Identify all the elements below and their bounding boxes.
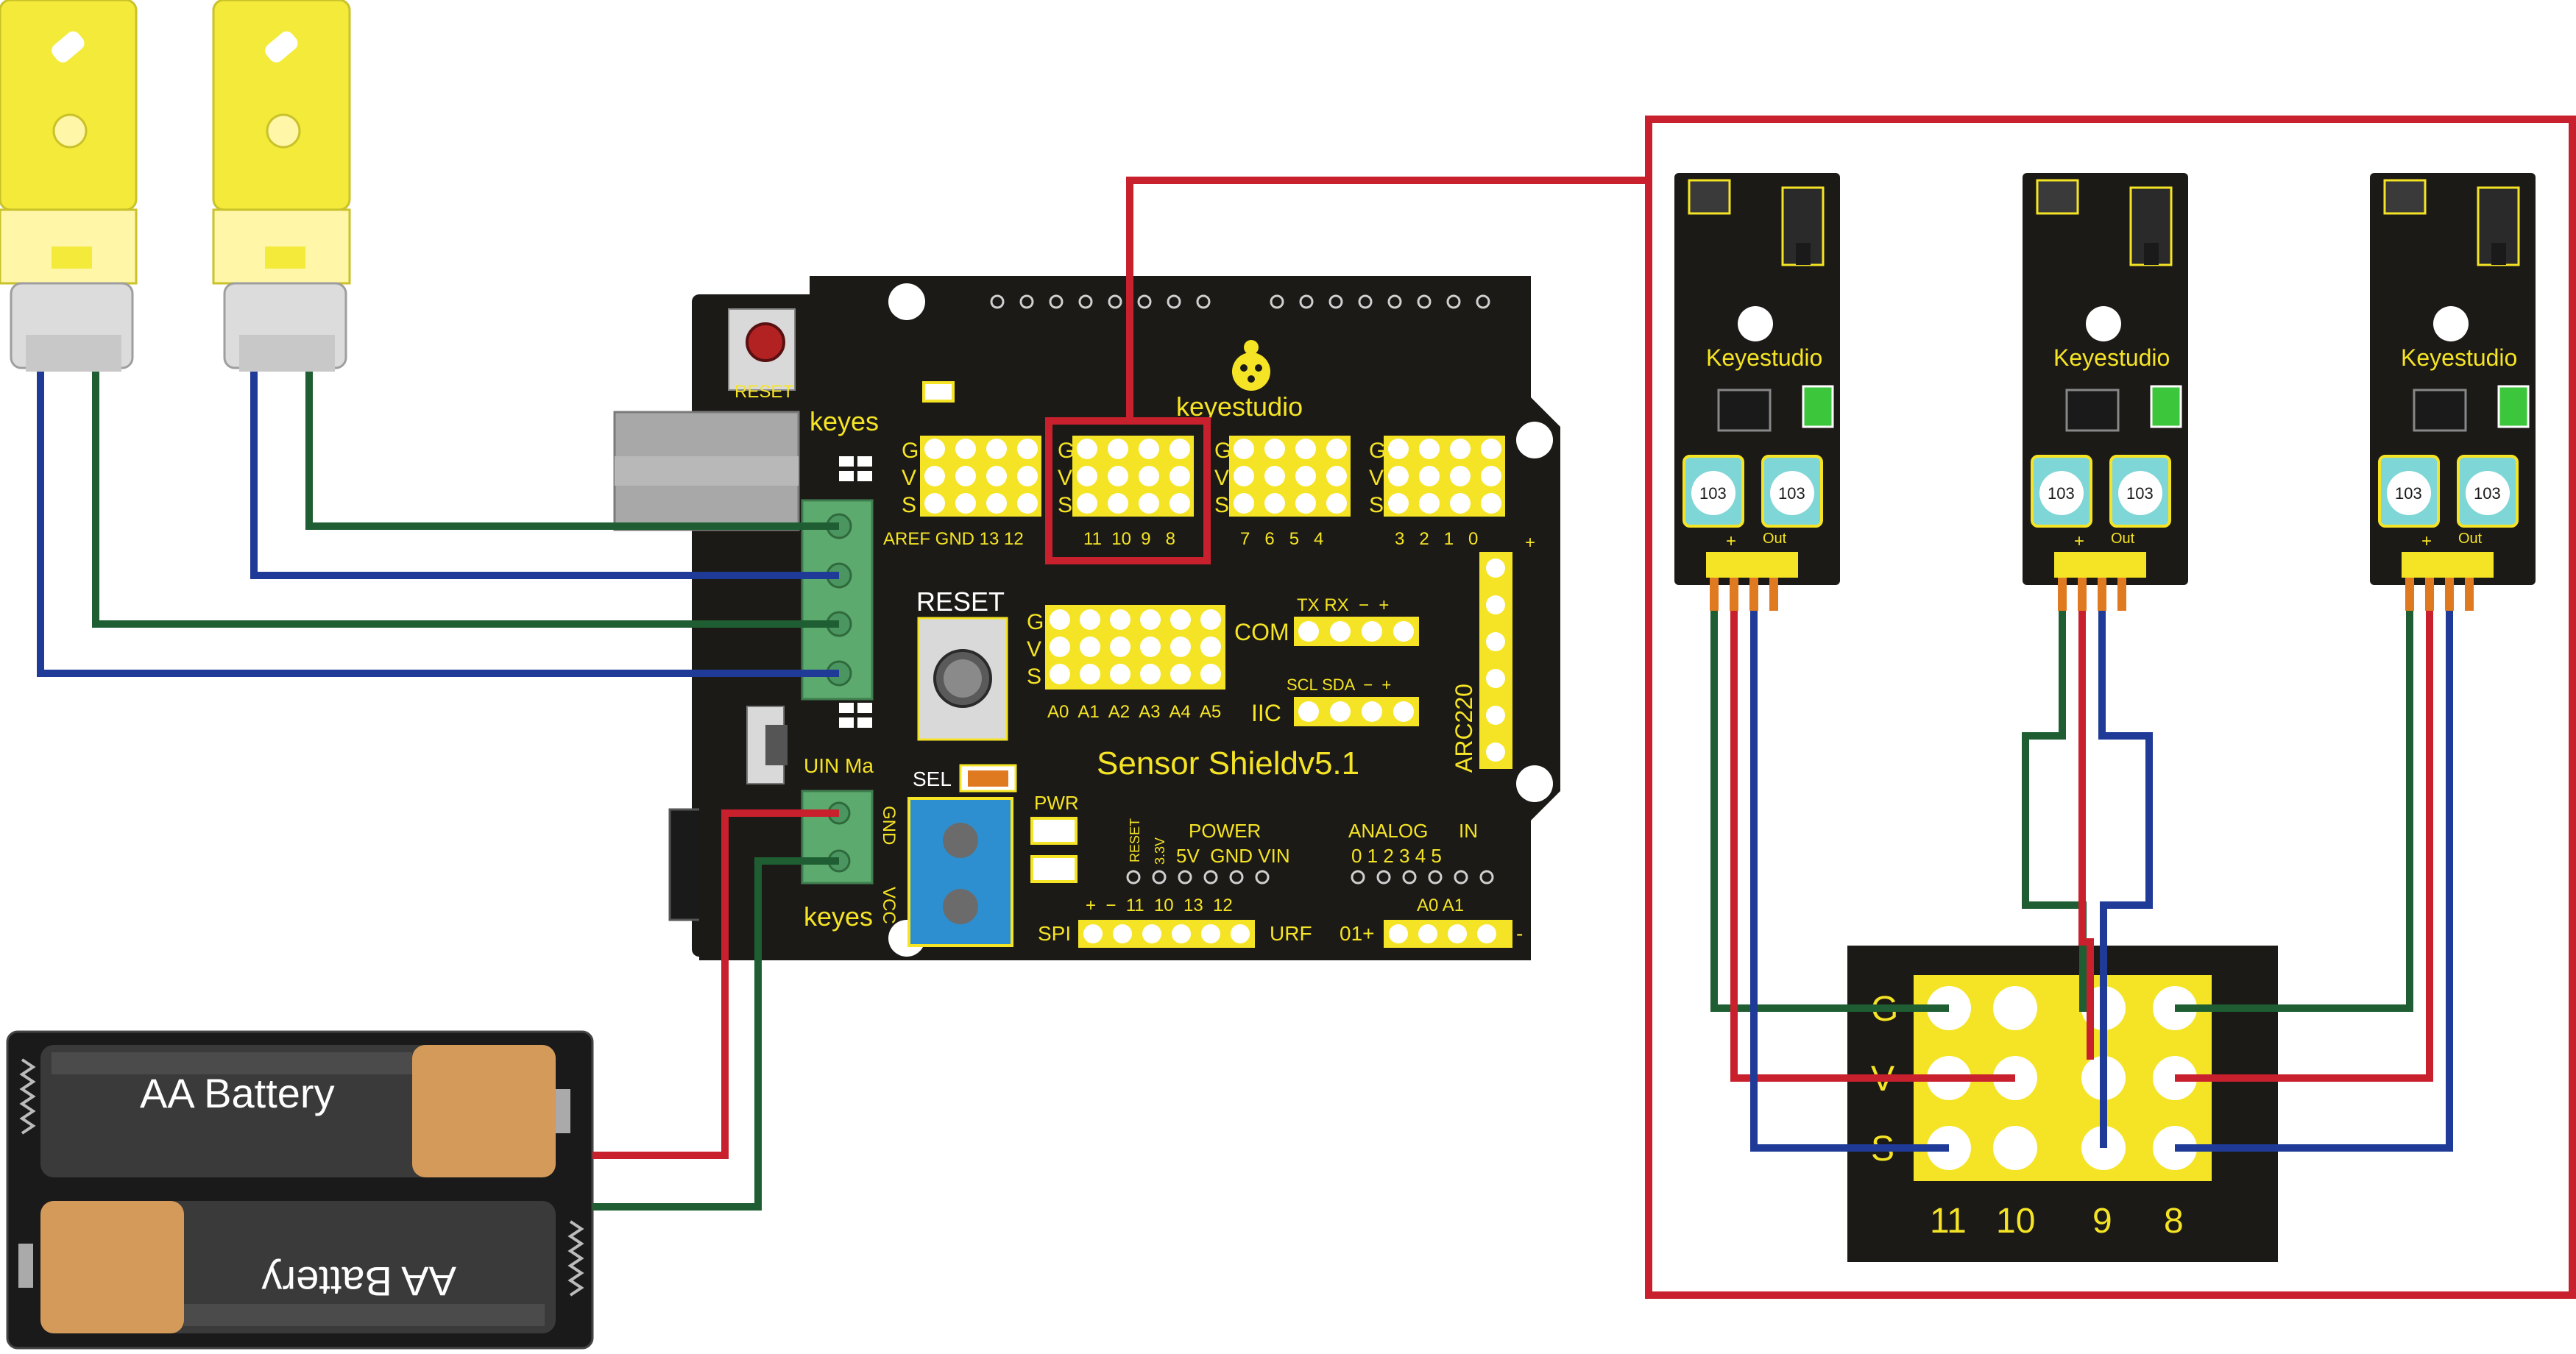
zero-one-label: 01+ xyxy=(1340,922,1375,945)
keyes-top-label: keyes xyxy=(810,406,879,436)
pwr-label: PWR xyxy=(1034,792,1079,814)
analog-header xyxy=(1045,605,1225,690)
motor-right xyxy=(212,0,351,372)
sensor-middle-out: Out xyxy=(2111,531,2135,547)
sensor-left-plus: + xyxy=(1726,531,1736,551)
motor-wires xyxy=(37,372,839,677)
sensor-right-pot-b: 103 xyxy=(2474,484,2501,503)
digital-header-11-8 xyxy=(1072,436,1194,517)
v33-label: 3.3V xyxy=(1153,837,1167,865)
battery-pack: AA Battery AA Battery xyxy=(6,1030,594,1350)
tracking-sensor-middle: Keyestudio 103 103 + Out xyxy=(2023,173,2188,611)
reset-33-label: RESET xyxy=(1128,818,1142,862)
shield-title: Sensor Shieldv5.1 xyxy=(1097,745,1359,781)
shield-row-g3: G xyxy=(1214,439,1231,463)
zoom-pin-8: 8 xyxy=(2164,1202,2184,1241)
reset-small-label: RESET xyxy=(735,382,793,402)
reset-button[interactable] xyxy=(944,659,982,698)
sensor-right-pot-a: 103 xyxy=(2395,484,2422,503)
zoom-pin-9: 9 xyxy=(2092,1202,2112,1241)
sensor-wires xyxy=(1710,611,2453,1152)
sensor-left-pot-b: 103 xyxy=(1778,484,1805,503)
shield-row-v3: V xyxy=(1214,466,1229,490)
motor-left xyxy=(0,0,138,372)
a0a1-label: A0 A1 xyxy=(1417,896,1464,915)
gnd-terminal-label: GND xyxy=(879,806,899,845)
tracking-sensor-left: Keyestudio 103 103 + Out xyxy=(1674,173,1840,611)
tracking-sensor-right: Keyestudio 103 103 + Out xyxy=(2370,173,2536,611)
uin-label: UIN Ma xyxy=(804,754,874,777)
sensor-left-pot-a: 103 xyxy=(1699,484,1727,503)
shield-row-s4: S xyxy=(1369,493,1384,517)
power-wires xyxy=(592,809,839,1211)
zoomed-pin-header: G V S 11 10 9 8 xyxy=(1847,946,2278,1262)
analog-row-s: S xyxy=(1027,664,1041,689)
sensor-left-brand: Keyestudio xyxy=(1706,344,1822,371)
analog-row-g: G xyxy=(1027,610,1044,634)
keyes-bottom-label: keyes xyxy=(804,901,873,932)
shield-row-v2: V xyxy=(1058,466,1072,490)
minus-label: - xyxy=(1516,922,1523,945)
sensor-middle-pot-a: 103 xyxy=(2048,484,2075,503)
digital-label-11-8: 11 10 9 8 xyxy=(1083,529,1175,549)
vcc-terminal-label: VCC xyxy=(879,887,899,924)
in-label: IN xyxy=(1459,820,1478,842)
sensor-right-brand: Keyestudio xyxy=(2401,344,2517,371)
digital-label-3-0: 3 2 1 0 xyxy=(1395,529,1478,549)
shield-brand: keyestudio xyxy=(1176,391,1303,422)
plus-label: + xyxy=(1525,533,1535,553)
digital-label-aref: AREF GND 13 12 xyxy=(883,529,1024,549)
analog-label: ANALOG xyxy=(1348,820,1428,842)
sensor-frame xyxy=(1645,116,2576,1299)
shield-row-s: S xyxy=(902,493,916,517)
shield-row-g4: G xyxy=(1369,439,1386,463)
sensor-middle-pot-b: 103 xyxy=(2126,484,2154,503)
digital-header-aref-12 xyxy=(920,436,1041,517)
com-label: COM xyxy=(1234,619,1289,645)
analog-row-v: V xyxy=(1027,637,1041,662)
sensor-middle-plus: + xyxy=(2074,531,2084,551)
shield-row-v: V xyxy=(902,466,916,490)
battery-top-label: AA Battery xyxy=(140,1070,335,1116)
shield-row-s2: S xyxy=(1058,493,1072,517)
battery-bottom-label: AA Battery xyxy=(261,1258,456,1305)
signal-wire xyxy=(1126,177,1649,421)
sel-label: SEL xyxy=(913,768,952,790)
power-label: POWER xyxy=(1189,820,1261,842)
shield-row-v4: V xyxy=(1369,466,1384,490)
reset-label: RESET xyxy=(916,586,1005,617)
spi-label: SPI xyxy=(1038,922,1071,945)
sensor-right-out: Out xyxy=(2458,531,2483,547)
arc220-label: ARC220 xyxy=(1451,684,1477,773)
power-pins-label: 5V GND VIN xyxy=(1176,845,1290,867)
digital-header-3-0 xyxy=(1384,436,1505,517)
txrx-label: TX RX − + xyxy=(1297,595,1389,615)
analog-number-labels: 0 1 2 3 4 5 xyxy=(1351,845,1442,867)
shield-row-g: G xyxy=(902,439,919,463)
sensor-right-plus: + xyxy=(2421,531,2432,551)
shield-row-g2: G xyxy=(1058,439,1075,463)
zoom-pin-11: 11 xyxy=(1930,1202,1967,1241)
digital-label-7-4: 7 6 5 4 xyxy=(1240,529,1323,549)
keyestudio-logo-icon xyxy=(1232,340,1270,391)
scl-sda-label: SCL SDA − + xyxy=(1287,676,1391,694)
spi-pin-labels: + − 11 10 13 12 xyxy=(1086,896,1233,915)
analog-pin-labels: A0 A1 A2 A3 A4 A5 xyxy=(1047,702,1221,722)
sensor-shield: RESET keyestudio keyes xyxy=(613,276,1560,960)
sensor-middle-brand: Keyestudio xyxy=(2053,344,2170,371)
sensor-left-out: Out xyxy=(1763,531,1787,547)
zoom-pin-10: 10 xyxy=(1996,1202,2035,1241)
shield-row-s3: S xyxy=(1214,493,1229,517)
iic-label: IIC xyxy=(1251,700,1281,726)
digital-header-7-4 xyxy=(1229,436,1351,517)
urf-label: URF xyxy=(1270,922,1312,945)
